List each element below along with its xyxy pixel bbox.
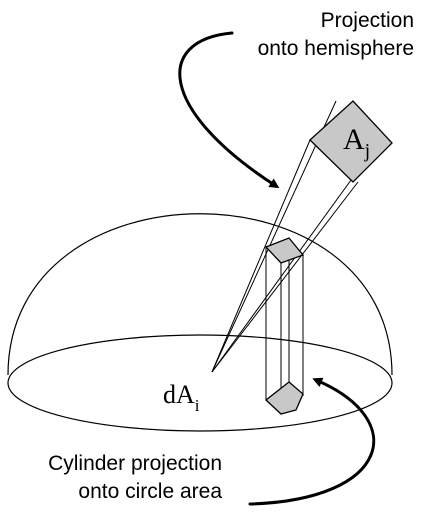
hemisphere-dome <box>7 213 393 376</box>
patch-aj <box>309 100 393 183</box>
cylinder-projection-label-line2: onto circle area <box>78 480 222 503</box>
hemisphere-projection-label: Projection <box>321 9 414 32</box>
hemisphere-projection-label-line2: onto hemisphere <box>258 37 414 60</box>
circle-projected-patch <box>265 381 304 415</box>
projection-cylinder <box>265 241 304 408</box>
cylinder-projection-label: Cylinder projection <box>48 452 222 475</box>
cylinder-arrow <box>248 377 376 506</box>
hemisphere-arrow <box>178 31 280 189</box>
base-circle <box>7 334 393 432</box>
patch-dai-label: dAi <box>163 380 200 415</box>
patch-aj-label: Aj <box>343 123 370 162</box>
hemisphere-projected-patch <box>264 237 305 264</box>
